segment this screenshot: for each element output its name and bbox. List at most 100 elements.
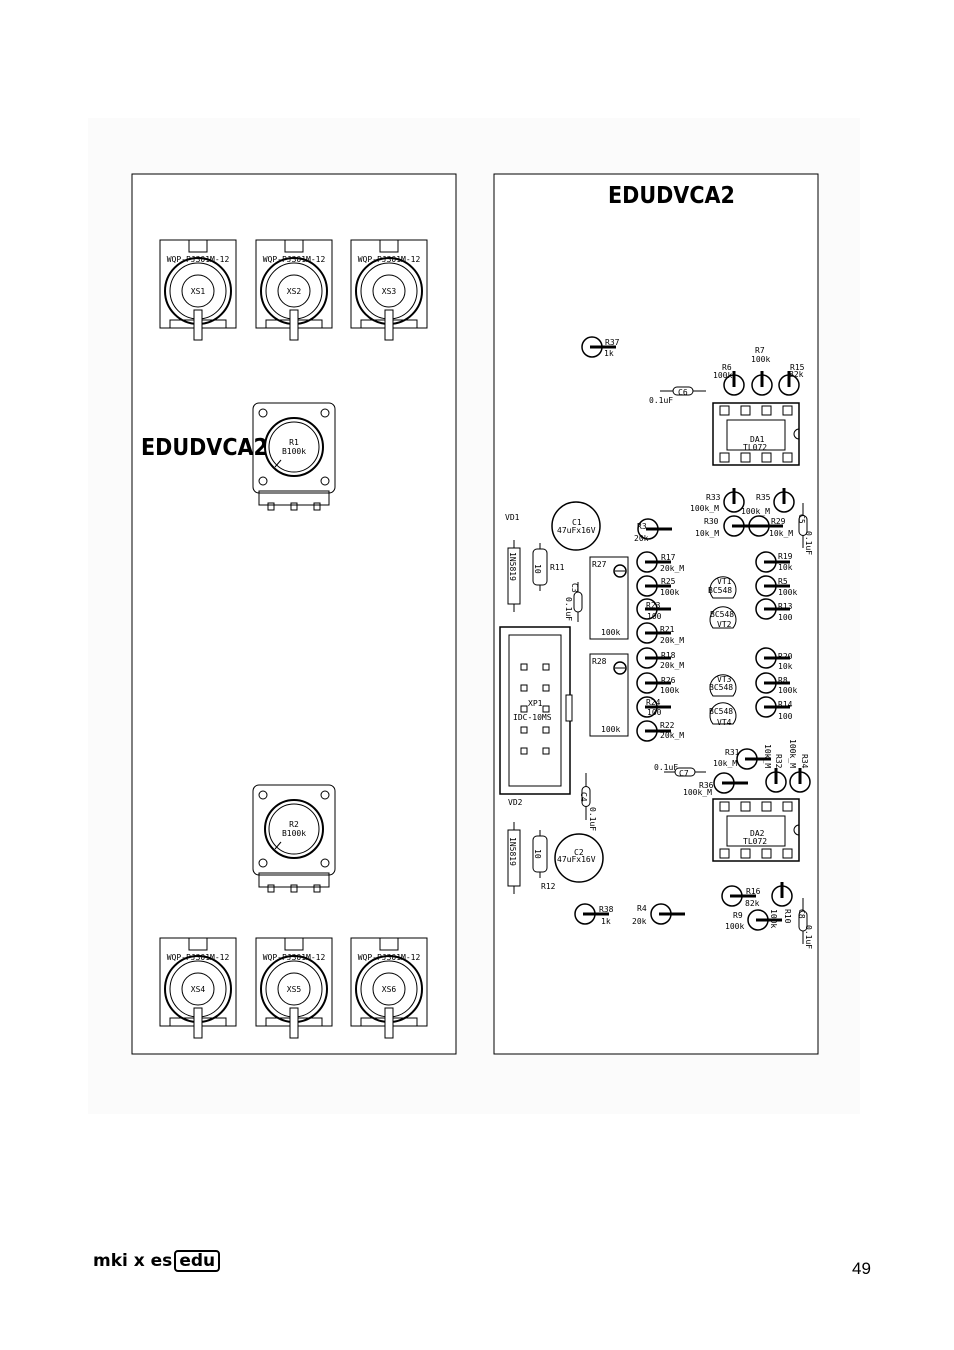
capacitor-c5 xyxy=(798,503,808,548)
pcb-component-label: 100k_M xyxy=(788,739,797,768)
pot-pin xyxy=(290,884,298,893)
pcb-component-label: IDC-10MS xyxy=(513,713,552,722)
pcb-component-label: BC548 xyxy=(710,610,734,619)
jack-pin xyxy=(289,309,299,341)
publisher-logo: mki x es edu xyxy=(93,1250,221,1272)
capacitor-body xyxy=(551,501,601,551)
resistor-r7 xyxy=(751,371,773,396)
connector-pin xyxy=(542,726,550,734)
resistor-right-column-3 xyxy=(755,647,790,669)
resistor-r4 xyxy=(650,903,685,925)
jack-inner-ring xyxy=(372,274,406,308)
ic-outline xyxy=(712,402,800,466)
ic-notch xyxy=(793,824,800,836)
resistor-left-column-4 xyxy=(636,647,671,669)
connector-xp1 xyxy=(499,626,573,795)
pot-body xyxy=(252,784,336,876)
pot-pin xyxy=(313,502,321,511)
pcb-component-label: 10k_M xyxy=(713,759,737,768)
resistor-r35 xyxy=(773,488,795,513)
pot-indicator xyxy=(274,841,282,850)
jack-tab xyxy=(188,239,208,253)
transistor-body xyxy=(709,674,737,697)
pcb-component-label: 100k_M xyxy=(683,788,712,797)
pcb-component-label: TL072 xyxy=(743,837,767,846)
resistor-left-column-6 xyxy=(636,696,671,718)
pcb-component-label: 0.1uF xyxy=(654,763,678,772)
pcb-component-label: 100k xyxy=(601,725,620,734)
pcb-component-label: 10k_M xyxy=(695,529,719,538)
trimmer-r28 xyxy=(589,653,629,737)
pcb-component-label: R36 xyxy=(699,781,714,790)
pcb-component-label: R19 xyxy=(778,552,793,561)
resistor-left-column-5 xyxy=(636,672,671,694)
pcb-component-label: C1 xyxy=(572,518,582,527)
ic-body xyxy=(726,815,786,847)
pcb-component-label: 0.1uF xyxy=(649,396,673,405)
transistor-vt1 xyxy=(709,576,737,599)
ic-pin xyxy=(782,848,793,859)
pcb-component-label: 100k xyxy=(778,588,797,597)
jack-inner-ring xyxy=(181,972,215,1006)
transistor-vt4 xyxy=(709,702,737,725)
jack-tab xyxy=(379,937,399,951)
capacitor-body xyxy=(798,515,808,536)
resistor-r29 xyxy=(748,515,783,537)
pcb-component-label: R15 xyxy=(790,363,805,372)
pot-mount-hole xyxy=(320,476,330,486)
pcb-component-label: R37 xyxy=(605,338,620,347)
pcb-component-label: 0.1uF xyxy=(564,597,573,621)
pcb-component-label: R4 xyxy=(637,904,647,913)
connector-pin xyxy=(520,747,528,755)
ic-pin xyxy=(761,801,772,812)
pot-pin xyxy=(290,502,298,511)
pot-base xyxy=(258,490,330,506)
ic-pin xyxy=(782,405,793,416)
resistor-r3 xyxy=(637,518,672,540)
pcb-title: EDUDVCA2 xyxy=(608,183,735,209)
resistor-left-column-7 xyxy=(636,720,671,742)
jack-pin xyxy=(193,1007,203,1039)
pot-ref-label: R1 xyxy=(289,438,299,447)
ic-outline xyxy=(712,798,800,862)
resistor-r30 xyxy=(723,515,758,537)
pcb-component-label: 100k xyxy=(725,922,744,931)
jack-ref-label: XS1 xyxy=(191,287,206,296)
pcb-component-label: C6 xyxy=(678,388,688,397)
transistor-vt2 xyxy=(709,606,737,629)
resistor-right-column-2 xyxy=(755,598,790,620)
resistor-right-column-1 xyxy=(755,575,790,597)
ic-notch xyxy=(793,428,800,440)
jack-model-label: WQP-PJ301M-12 xyxy=(263,953,326,962)
resistor-r33 xyxy=(723,488,745,513)
pcb-component-label: 10k xyxy=(778,662,793,671)
transistor-body xyxy=(709,576,737,599)
diode-vd1 xyxy=(507,540,521,612)
ic-pin xyxy=(719,848,730,859)
capacitor-c4 xyxy=(581,773,591,820)
front-panel-title: EDUDVCA2 xyxy=(141,435,268,461)
pot-value-label: B100k xyxy=(282,447,306,456)
jack-pin xyxy=(384,1007,394,1039)
pcb-component-label: R25 xyxy=(661,577,676,586)
resistor-r16 xyxy=(721,885,756,907)
capacitor-body xyxy=(674,767,696,777)
capacitor-c1 xyxy=(551,501,601,551)
pcb-component-label: R20 xyxy=(778,652,793,661)
pcb-component-label: VT4 xyxy=(717,718,732,727)
pcb-component-label: R8 xyxy=(778,676,788,685)
capacitor-c3 xyxy=(573,582,583,622)
jack-tab xyxy=(284,239,304,253)
pot-mount-hole xyxy=(258,790,268,800)
pcb-component-label: R10 xyxy=(783,909,792,924)
resistor-right-column-0 xyxy=(755,551,790,573)
pcb-component-label: R30 xyxy=(704,517,719,526)
pot-body xyxy=(252,402,336,494)
pcb-component-label: BC548 xyxy=(709,707,733,716)
pcb-component-label: 1N5819 xyxy=(508,837,517,866)
pot-shaft-ring xyxy=(264,417,324,477)
